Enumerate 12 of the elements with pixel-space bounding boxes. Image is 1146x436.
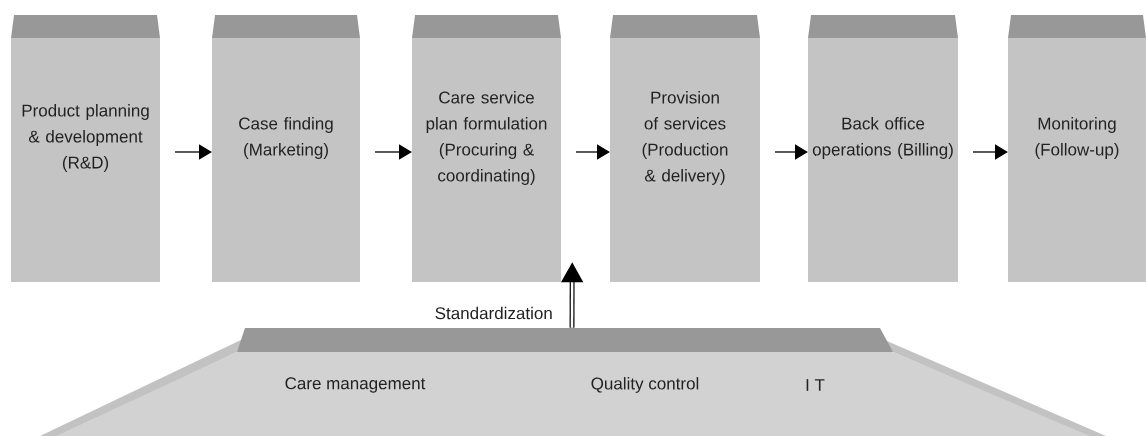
edge-label: Standardization — [433, 305, 554, 321]
arrow — [174, 144, 212, 160]
process-box: Back office operations (Billing) — [808, 15, 958, 282]
arrow — [374, 144, 412, 160]
process-box: Monitoring (Follow-up) — [1008, 15, 1146, 282]
process-box: Product planning & development (R&D) — [11, 15, 160, 282]
arrow — [774, 144, 808, 160]
arrow — [972, 144, 1008, 160]
process-box: Care service plan formulation (Procuring & coordinating) — [412, 15, 561, 282]
arrow — [575, 144, 610, 160]
process-box: Provision of services (Production & delivery) — [610, 15, 760, 282]
process-box: Case finding (Marketing) — [212, 15, 360, 282]
